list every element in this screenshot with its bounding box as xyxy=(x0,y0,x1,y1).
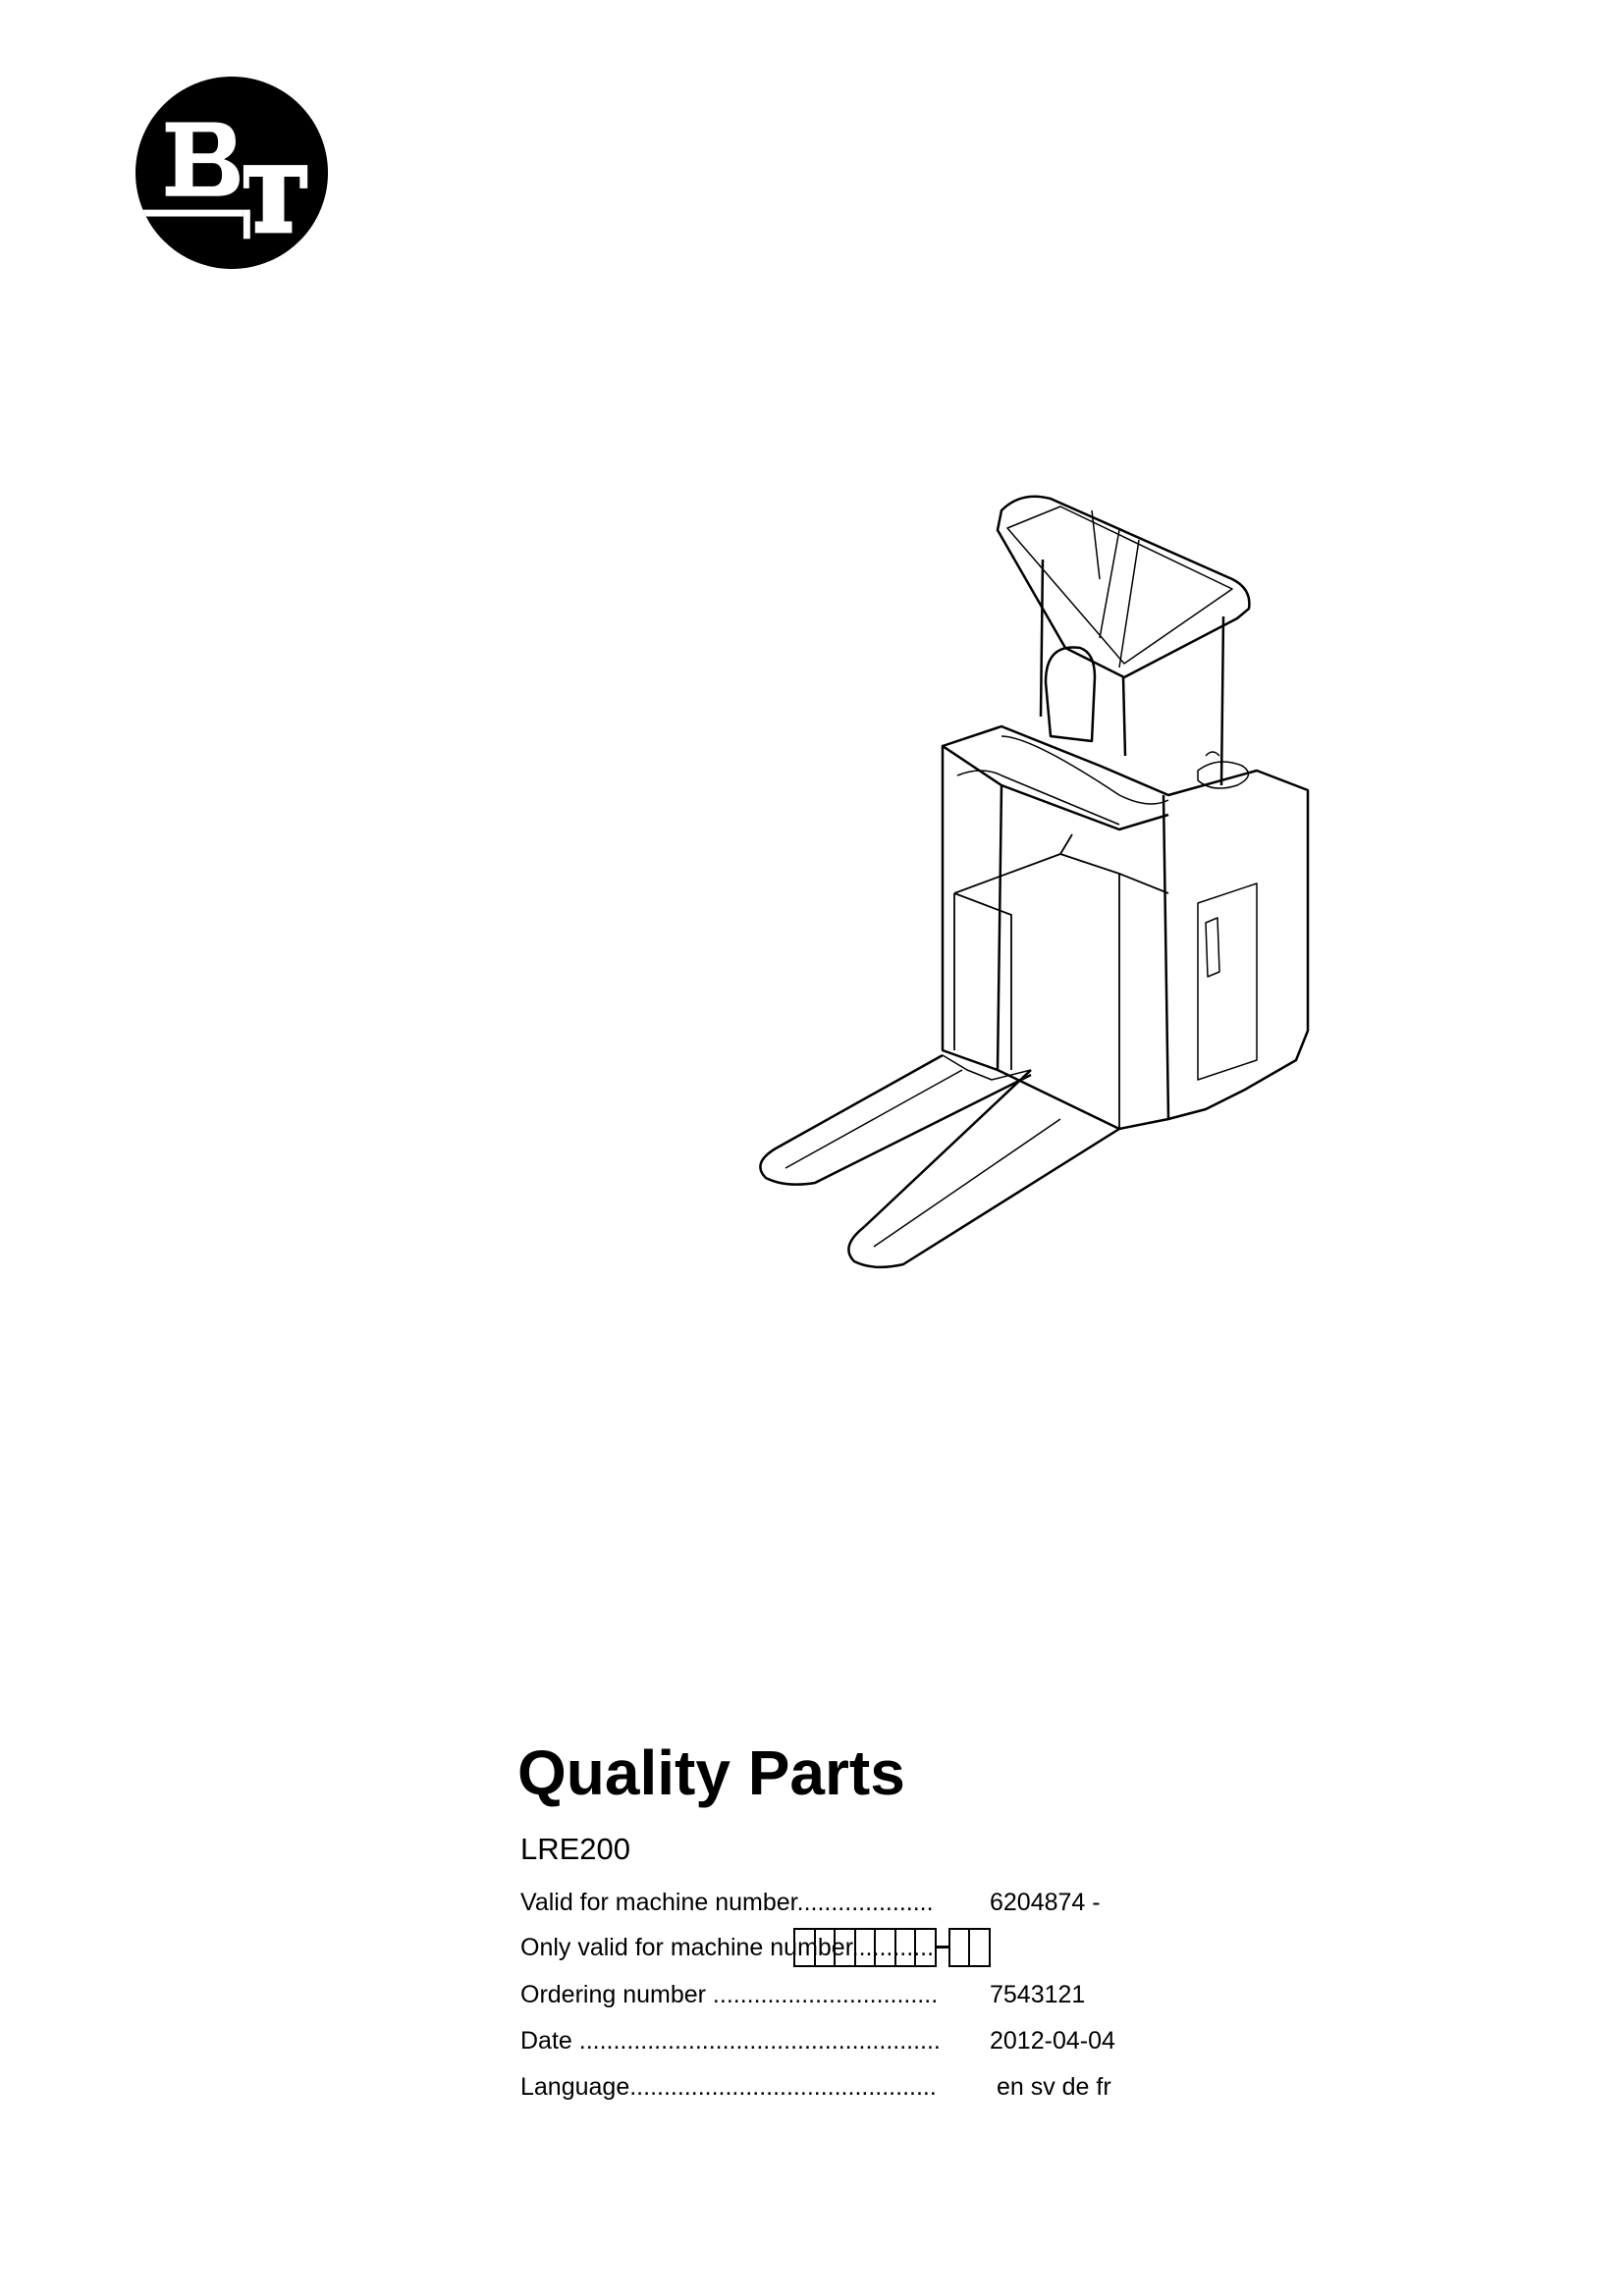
digit-box xyxy=(853,1927,876,1967)
model-name: LRE200 xyxy=(520,1832,631,1866)
field-label: Date ...................................… xyxy=(520,2029,941,2054)
field-date: Date ...................................… xyxy=(520,2029,1502,2054)
field-value: 2012-04-04 xyxy=(990,2027,1115,2055)
field-label: Only valid for machine number...........… xyxy=(520,1936,935,1960)
digit-box xyxy=(813,1927,836,1967)
field-valid-machine-number: Valid for machine number................… xyxy=(520,1891,1502,1915)
pallet-truck-illustration xyxy=(759,495,1310,1269)
field-label: Valid for machine number................… xyxy=(520,1891,934,1915)
digit-box xyxy=(914,1927,937,1967)
digit-box xyxy=(874,1927,896,1967)
document-title: Quality Parts xyxy=(517,1737,905,1808)
digit-box xyxy=(893,1927,916,1967)
machine-number-boxes xyxy=(793,1926,991,1968)
field-label: Ordering number ........................… xyxy=(520,1983,939,2007)
field-ordering-number: Ordering number ........................… xyxy=(520,1983,1502,2007)
bt-logo xyxy=(135,76,329,270)
field-language: Language................................… xyxy=(520,2075,1502,2100)
field-value: 6204874 - xyxy=(990,1889,1101,1916)
digit-box xyxy=(834,1927,856,1967)
field-value: en sv de fr xyxy=(990,2073,1111,2101)
digit-box xyxy=(968,1927,991,1967)
box-separator xyxy=(936,1946,948,1949)
field-value: 7543121 xyxy=(990,1981,1086,2008)
digit-box xyxy=(947,1927,970,1967)
digit-box xyxy=(793,1927,816,1967)
field-only-valid-machine-number: Only valid for machine number...........… xyxy=(520,1936,1502,1960)
field-label: Language................................… xyxy=(520,2075,937,2100)
